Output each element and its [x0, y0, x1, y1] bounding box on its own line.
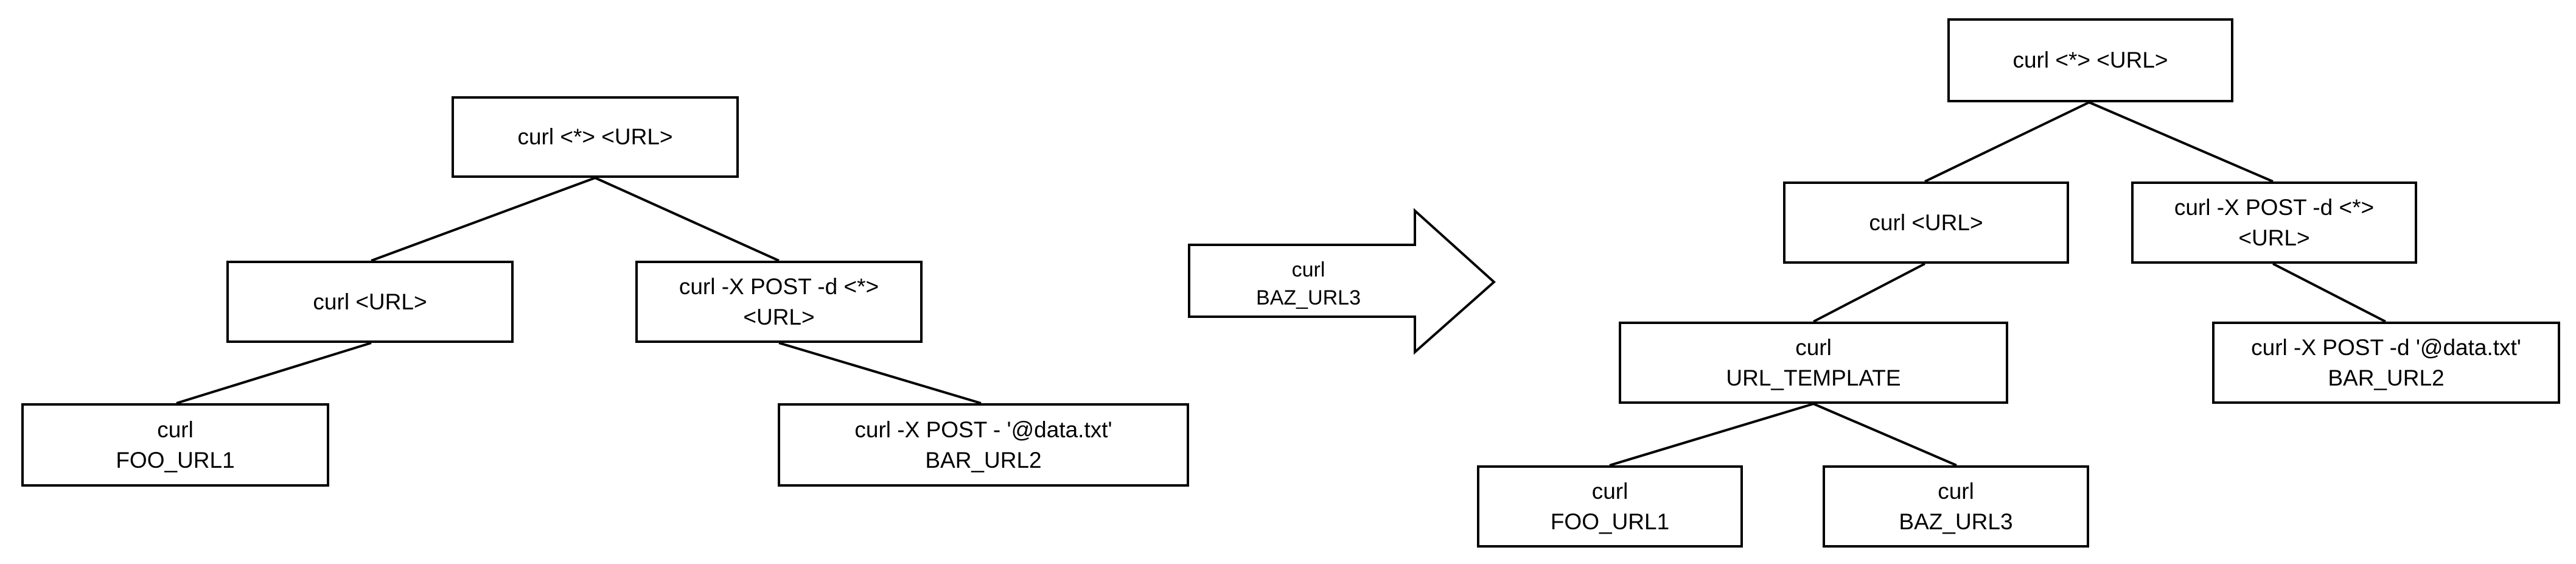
before-left-leaf-line1: curl [157, 417, 194, 442]
before-left-leaf-line2: FOO_URL1 [116, 447, 235, 473]
before-right-leaf-line2: BAR_URL2 [925, 447, 1042, 473]
edge-after-right-leaf [2272, 263, 2386, 323]
after-leaf1-line1: curl [1591, 478, 1628, 504]
before-left-leaf-node: curl FOO_URL1 [21, 403, 329, 487]
after-leaf2-node: curl BAZ_URL3 [1823, 465, 2089, 548]
arrow-label-line2: BAZ_URL3 [1256, 286, 1361, 309]
after-root-line1: curl <*> <URL> [2012, 48, 2168, 72]
before-left-node: curl <URL> [226, 261, 514, 343]
before-root-line1: curl <*> <URL> [517, 124, 673, 149]
after-leaf1-line2: FOO_URL1 [1550, 509, 1670, 534]
edge-before-left-leaf [176, 342, 372, 404]
after-right-leaf-line2: BAR_URL2 [2328, 365, 2445, 390]
transition-arrow [1188, 208, 1496, 355]
after-root-node: curl <*> <URL> [1947, 18, 2233, 102]
after-left-line1: curl <URL> [1869, 210, 1983, 235]
after-template-line1: curl [1795, 334, 1832, 360]
edge-after-root-left [1924, 101, 2090, 183]
after-leaf2-line2: BAZ_URL3 [1899, 509, 2013, 534]
after-right-line1: curl -X POST -d <*> [2174, 194, 2375, 220]
before-right-line1: curl -X POST -d <*> [679, 273, 879, 299]
edge-before-root-right [595, 177, 780, 262]
before-root-node: curl <*> <URL> [452, 96, 739, 178]
edge-after-template-leaf2 [1813, 403, 1957, 467]
after-template-line2: URL_TEMPLATE [1726, 365, 1901, 390]
after-right-leaf-line1: curl -X POST -d '@data.txt' [2251, 334, 2521, 360]
before-right-leaf-node: curl -X POST - '@data.txt' BAR_URL2 [778, 403, 1189, 487]
arrow-label-line1: curl [1291, 258, 1325, 281]
before-right-leaf-line1: curl -X POST - '@data.txt' [854, 417, 1112, 442]
edge-after-left-template [1813, 263, 1925, 323]
edge-before-root-left [371, 177, 596, 262]
after-right-line2: <URL> [2238, 225, 2310, 250]
after-leaf2-line1: curl [1938, 478, 1974, 504]
edge-after-root-right [2089, 101, 2274, 183]
before-left-line1: curl <URL> [313, 289, 427, 314]
edge-after-template-leaf1 [1609, 403, 1814, 467]
before-right-line2: <URL> [743, 304, 815, 330]
before-right-node: curl -X POST -d <*> <URL> [635, 261, 923, 343]
arrow-label: curl BAZ_URL3 [1217, 256, 1400, 312]
after-right-leaf-node: curl -X POST -d '@data.txt' BAR_URL2 [2212, 322, 2560, 404]
edge-before-right-leaf [778, 342, 982, 404]
after-right-node: curl -X POST -d <*> <URL> [2131, 182, 2417, 264]
after-leaf1-node: curl FOO_URL1 [1477, 465, 1743, 548]
after-template-node: curl URL_TEMPLATE [1619, 322, 2008, 404]
after-left-node: curl <URL> [1783, 182, 2069, 264]
